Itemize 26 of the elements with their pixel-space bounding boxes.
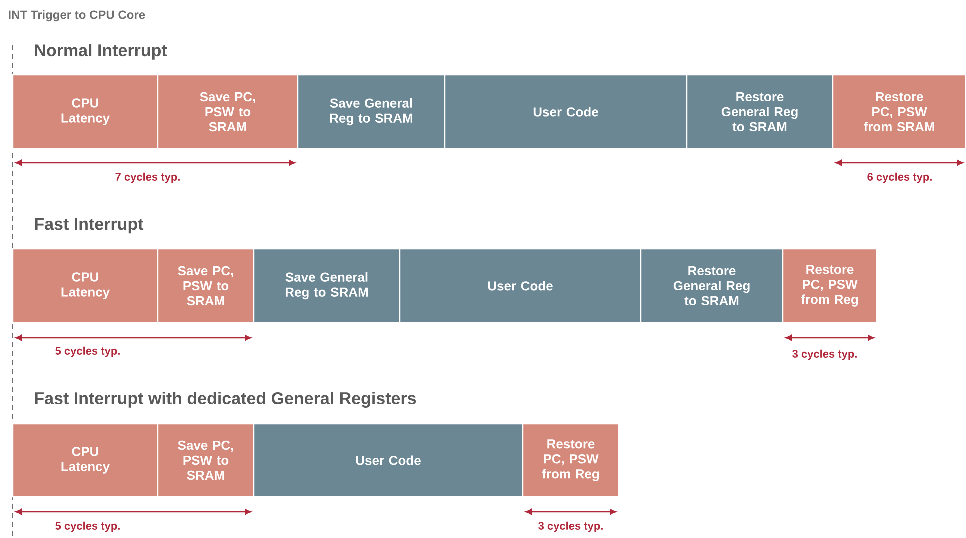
dimension-label: 3 cycles typ.	[792, 350, 857, 360]
phase-box: CPU Latency	[12, 423, 159, 498]
phase-box: User Code	[253, 423, 524, 498]
phase-box: Restore General Reg to SRAM	[686, 74, 834, 150]
phase-box: Save PC, PSW to SRAM	[157, 74, 299, 150]
phase-box: Save General Reg to SRAM	[253, 248, 401, 324]
phase-box: User Code	[444, 74, 688, 150]
section-heading: Fast Interrupt	[35, 218, 144, 234]
phase-box: CPU Latency	[12, 74, 159, 150]
phase-box: Restore PC, PSW from Reg	[782, 248, 878, 324]
phase-box: User Code	[399, 248, 642, 324]
phase-box: Restore General Reg to SRAM	[640, 248, 784, 324]
phase-box: CPU Latency	[12, 248, 159, 324]
phase-box: Save PC, PSW to SRAM	[157, 248, 255, 324]
section-heading: Fast Interrupt with dedicated General Registers	[35, 392, 416, 408]
dimension-label: 3 cycles typ.	[538, 522, 603, 532]
phase-box: Restore PC, PSW from Reg	[522, 423, 620, 498]
dimension-label: 6 cycles typ.	[868, 172, 932, 184]
title: INT Trigger to CPU Core	[9, 10, 146, 22]
dimension-label: 7 cycles typ.	[116, 172, 180, 184]
phase-box: Save PC, PSW to SRAM	[157, 423, 255, 498]
dimension-label: 5 cycles typ.	[56, 522, 120, 532]
section-heading: Normal Interrupt	[35, 44, 168, 60]
phase-box: Save General Reg to SRAM	[297, 74, 446, 150]
phase-box: Restore PC, PSW from SRAM	[832, 74, 966, 150]
dimension-label: 5 cycles typ.	[56, 346, 120, 358]
